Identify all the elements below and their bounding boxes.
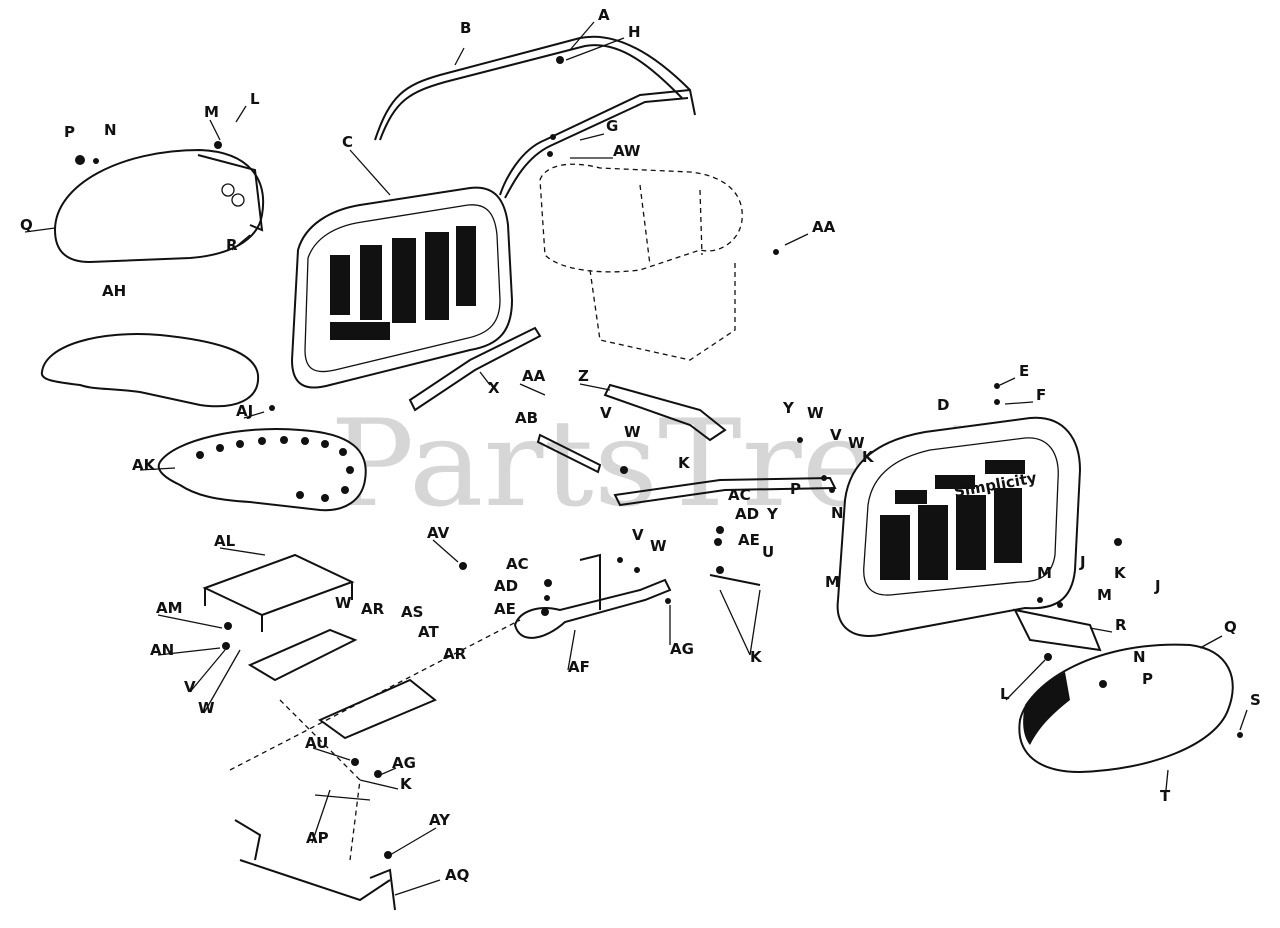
grille-left (330, 226, 476, 340)
callout-an: AN (150, 641, 174, 659)
callout-aw: AW (613, 142, 641, 160)
callout-x: X (488, 379, 500, 397)
callout-labels: A H B L M P N C G AW Q R AA AH AA Z X E … (20, 6, 1261, 884)
callout-v-1: V (600, 404, 612, 422)
callout-aa-2: AA (522, 367, 546, 385)
callout-r-1: R (226, 236, 238, 254)
callout-c: C (342, 133, 353, 151)
callout-k-5: K (400, 775, 413, 793)
callout-am: AM (156, 599, 183, 617)
seat-cushion-ah (40, 333, 260, 408)
callout-n-2: N (831, 504, 844, 522)
callout-d: D (937, 396, 949, 414)
callout-k-3: K (1114, 564, 1127, 582)
leader-lines (24, 21, 1248, 896)
callout-as: AS (401, 603, 423, 621)
callout-m-1: M (204, 103, 219, 121)
callout-w-5: W (335, 594, 352, 612)
callout-m-2: M (1037, 564, 1052, 582)
callout-k-1: K (678, 454, 691, 472)
callout-aj: AJ (236, 402, 253, 420)
callout-ad-2: AD (494, 577, 518, 595)
callout-j: J (1079, 553, 1086, 571)
callout-b-top: B (460, 19, 471, 37)
callout-t: T (1160, 787, 1171, 805)
callout-ar-2: AR (443, 645, 467, 663)
callout-ah: AH (102, 282, 126, 300)
callout-w-6: W (198, 699, 215, 717)
callout-j-2: J (1154, 577, 1161, 595)
callout-k-4: K (750, 648, 763, 666)
callout-w-2: W (624, 423, 641, 441)
callout-y-2: Y (766, 505, 779, 523)
callout-w-4: W (650, 537, 667, 555)
callout-m-4: M (1097, 586, 1112, 604)
callout-ag-1: AG (670, 640, 694, 658)
fender-q-left (53, 148, 265, 264)
side-panel-c (290, 186, 514, 389)
callout-e: E (1019, 362, 1029, 380)
seat-ak (157, 428, 367, 512)
engine-outline (539, 163, 743, 361)
callout-aa-1: AA (812, 218, 836, 236)
callout-aq: AQ (445, 866, 469, 884)
callout-l-1: L (250, 90, 260, 108)
callout-v-4: V (184, 678, 196, 696)
callout-g: G (606, 117, 618, 135)
side-panel-d: Simplicity (836, 416, 1082, 637)
callout-ag-2: AG (392, 754, 416, 772)
callout-ac-2: AC (506, 555, 529, 573)
callout-n-3: N (1133, 648, 1146, 666)
callout-ab: AB (515, 409, 538, 427)
callout-w-3: W (848, 434, 865, 452)
callout-z: Z (578, 367, 589, 385)
callout-f: F (1036, 386, 1046, 404)
callout-ak: AK (132, 456, 157, 474)
callout-m-3: M (825, 573, 840, 591)
callout-k-2: K (862, 448, 875, 466)
grille-right (880, 460, 1025, 580)
callout-s: S (1250, 691, 1261, 709)
callout-ad-1: AD (735, 505, 759, 523)
callout-l-2: L (1000, 685, 1010, 703)
callout-p-2: P (790, 480, 801, 498)
callout-v-2: V (830, 426, 842, 444)
callout-r-2: R (1115, 616, 1127, 634)
callout-av: AV (427, 524, 450, 542)
callout-af: AF (568, 658, 590, 676)
callout-al: AL (214, 532, 236, 550)
callout-ac-1: AC (728, 486, 751, 504)
callout-u: U (762, 543, 774, 561)
callout-a: A (598, 6, 610, 24)
fender-bar-b (374, 35, 696, 199)
callout-p-3: P (1142, 670, 1153, 688)
callout-ar-1: AR (361, 600, 385, 618)
linkage-parts (229, 326, 837, 911)
callout-ae-1: AE (738, 531, 760, 549)
callout-q-1: Q (20, 216, 33, 234)
callout-p-1: P (64, 123, 75, 141)
callout-ae-2: AE (494, 600, 516, 618)
callout-q-2: Q (1224, 618, 1237, 636)
callout-y-1: Y (782, 399, 795, 417)
callout-au: AU (305, 734, 328, 752)
seat-bracket-al (202, 553, 355, 632)
callout-ap: AP (306, 829, 329, 847)
callout-w-1: W (807, 404, 824, 422)
callout-v-3: V (632, 526, 644, 544)
callout-h: H (628, 23, 641, 41)
callout-at: AT (418, 623, 439, 641)
fender-q-right (1013, 608, 1234, 774)
callout-n-1: N (104, 121, 117, 139)
hardware-fasteners (75, 56, 1243, 859)
callout-ay: AY (429, 811, 451, 829)
